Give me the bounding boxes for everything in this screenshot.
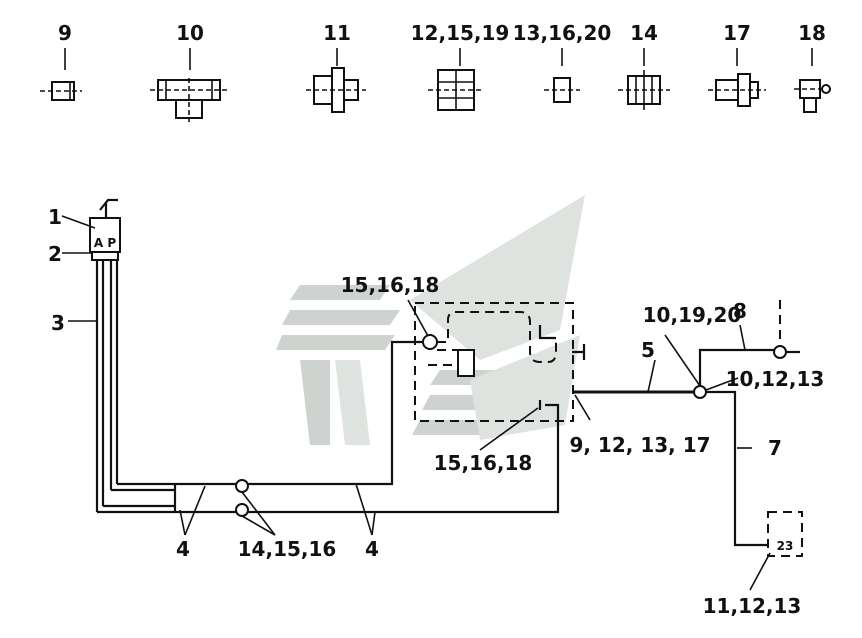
dashed-component-box — [414, 302, 586, 422]
fitting-12-15-19: 12,15,19 — [411, 21, 510, 111]
fitting-9-label: 9 — [58, 21, 72, 45]
callout-11-12-13: 11,12,13 — [703, 594, 802, 618]
callout-2: 2 — [48, 242, 62, 266]
component-23-label: 23 — [777, 539, 794, 553]
fitting-18-elbow: 18 — [794, 21, 832, 113]
callout-3: 3 — [51, 311, 65, 335]
valve-port-label: A P — [94, 236, 116, 250]
callout-8: 8 — [733, 299, 747, 323]
callout-10-12-13: 10,12,13 — [726, 367, 825, 391]
fitting-17: 17 — [708, 21, 766, 107]
vertical-pipes — [95, 260, 119, 512]
callout-4-right: 4 — [365, 537, 379, 561]
callout-7: 7 — [768, 436, 782, 460]
fitting-12-15-19-label: 12,15,19 — [411, 21, 510, 45]
fitting-marker-lower — [235, 503, 249, 517]
fitting-11: 11 — [306, 21, 366, 113]
component-23-box — [767, 511, 803, 557]
valve-block: A P — [89, 198, 121, 261]
callout-1: 1 — [48, 205, 62, 229]
fitting-14: 14 — [618, 21, 670, 110]
fitting-17-label: 17 — [723, 21, 751, 45]
leader-lines — [61, 215, 771, 591]
callout-15-16-18-top: 15,16,18 — [341, 273, 440, 297]
fitting-13-16-20: 13,16,20 — [513, 21, 612, 103]
callout-10-19-20: 10,19,20 — [643, 303, 742, 327]
callout-9-12-13-17: 9, 12, 13, 17 — [569, 433, 710, 457]
fitting-18-label: 18 — [798, 21, 826, 45]
tee-fitting-marker — [693, 385, 707, 399]
fitting-14-label: 14 — [630, 21, 658, 45]
callout-15-16-18-bottom: 15,16,18 — [434, 451, 533, 475]
callout-5: 5 — [641, 338, 655, 362]
callout-4-left: 4 — [176, 537, 190, 561]
fitting-10-tee: 10 — [150, 21, 228, 122]
fitting-9: 9 — [40, 21, 82, 101]
box-inlet-fitting — [422, 334, 438, 350]
callout-14-15-16: 14,15,16 — [238, 537, 337, 561]
fitting-marker-upper — [235, 479, 249, 493]
fitting-13-16-20-label: 13,16,20 — [513, 21, 612, 45]
fitting-10-label: 10 — [176, 21, 204, 45]
pipe-8-end-fitting — [773, 345, 787, 359]
fitting-11-label: 11 — [323, 21, 351, 45]
callout-labels: 1 2 3 15,16,18 15,16,18 10,19,20 8 5 10,… — [48, 205, 824, 618]
right-pipes: 23 — [573, 300, 803, 557]
watermark-logo — [276, 195, 585, 445]
horizontal-pipes — [97, 340, 560, 517]
